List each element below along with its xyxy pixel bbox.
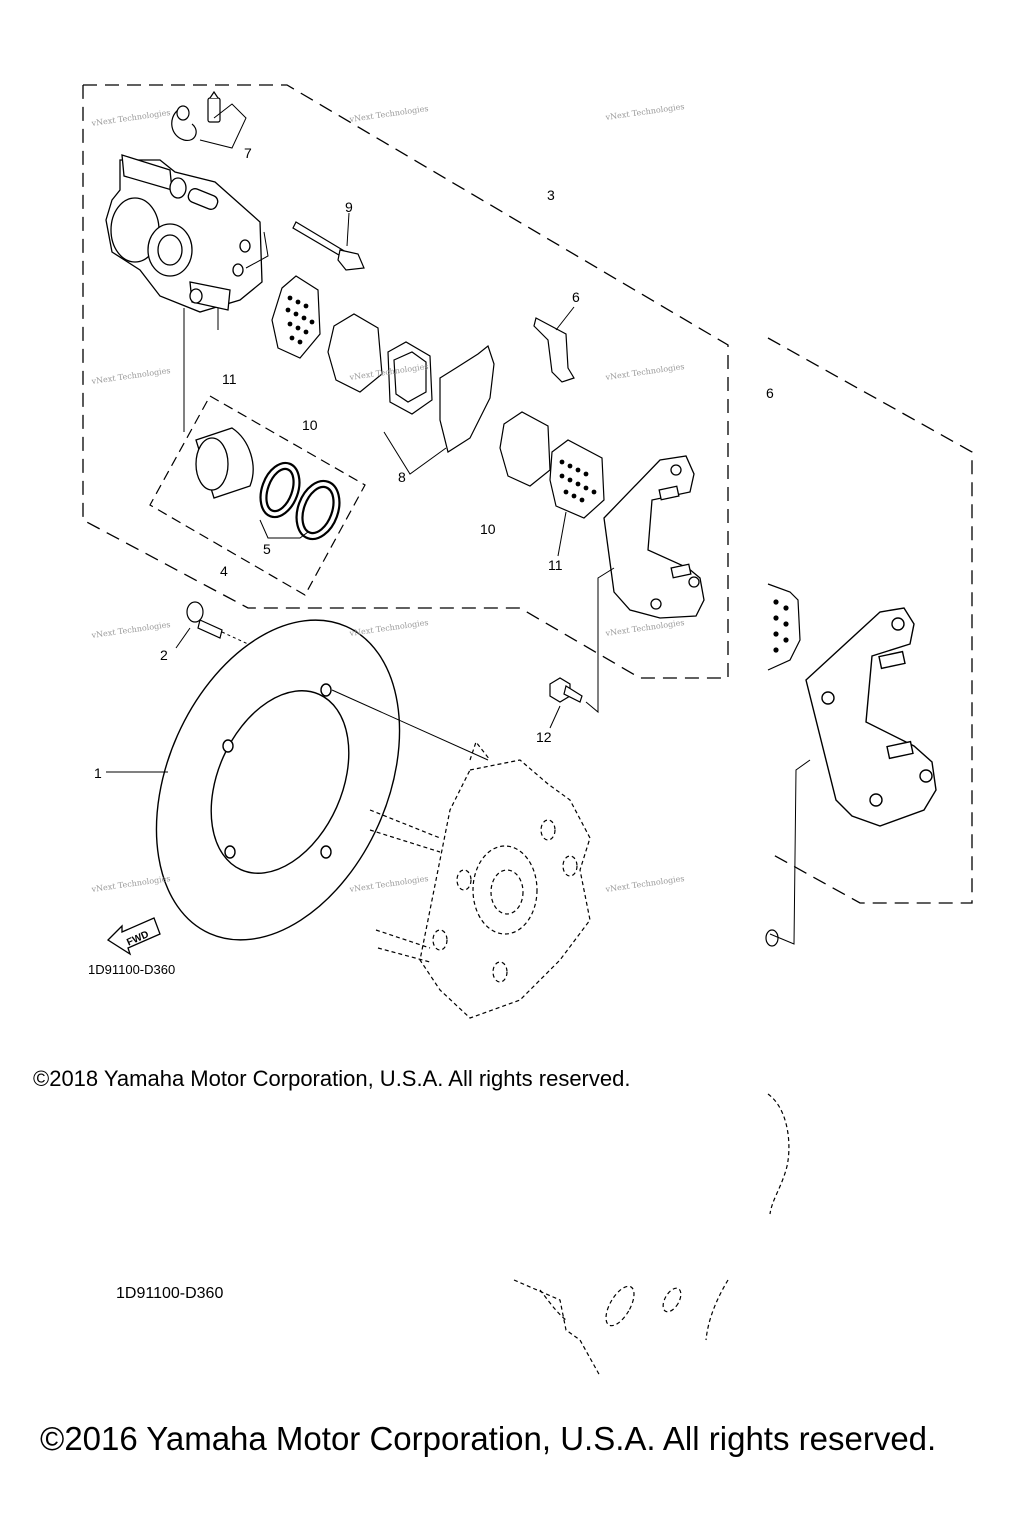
- callout-5: 5: [263, 541, 271, 557]
- pad-insulator-left: [327, 313, 383, 393]
- leader-6: [555, 306, 575, 331]
- wheel-hub: [369, 740, 591, 1019]
- callout-11-right: 11: [548, 557, 563, 573]
- copyright-2018: ©2018 Yamaha Motor Corporation, U.S.A. A…: [33, 1066, 631, 1091]
- piston: [195, 427, 254, 499]
- callout-10-right: 10: [480, 521, 496, 537]
- bracket-bolt: [549, 677, 583, 703]
- copyright-2016: ©2016 Yamaha Motor Corporation, U.S.A. A…: [40, 1420, 937, 1457]
- brake-disc: [155, 619, 401, 941]
- pad-shim-left: [271, 275, 321, 359]
- pad-shim-left-holes: [285, 295, 315, 345]
- watermark: vNext Technologies: [90, 108, 171, 128]
- caliper-bracket: [603, 455, 705, 619]
- watermark: vNext Technologies: [90, 366, 171, 386]
- pad-shim-right: [549, 439, 605, 519]
- leader-5: [259, 519, 309, 539]
- diagram-code-ghost: 1D91100-D360: [116, 1285, 224, 1302]
- ghost-shim-holes: [773, 599, 789, 653]
- ghost-bracket: [805, 607, 937, 827]
- watermark: vNext Technologies: [604, 362, 685, 382]
- ghost-bolt: [765, 929, 779, 947]
- brake-pads: [387, 341, 495, 453]
- callout-10-left: 10: [302, 417, 318, 433]
- watermark: vNext Technologies: [604, 618, 685, 638]
- callout-1: 1: [94, 765, 102, 781]
- watermark: vNext Technologies: [90, 620, 171, 640]
- watermark: vNext Technologies: [604, 102, 685, 122]
- seal-kit-outline: [149, 395, 366, 596]
- leader-11b: [557, 511, 567, 557]
- leader-7: [199, 103, 247, 149]
- bleeder-screw: [171, 90, 221, 142]
- ghost-hub-fragment: [513, 1093, 790, 1377]
- pad-spring: [533, 317, 575, 383]
- caliper-assembly-outline: [82, 84, 729, 679]
- callout-8: 8: [398, 469, 406, 485]
- callout-4: 4: [220, 563, 228, 579]
- slide-pin: [292, 221, 365, 271]
- callout-3: 3: [547, 187, 555, 203]
- pad-shim-right-holes: [559, 459, 597, 503]
- piston-seals: [259, 461, 341, 541]
- caliper-body: [105, 154, 263, 313]
- fwd-arrow: FWD: [106, 917, 161, 956]
- pad-insulator-right: [499, 411, 551, 487]
- ghost-assembly-outline: [767, 337, 973, 904]
- callout-2: 2: [160, 647, 168, 663]
- callout-6-ghost: 6: [766, 385, 774, 401]
- leader-8: [383, 431, 447, 475]
- disc-bolt: [186, 601, 223, 639]
- watermark: vNext Technologies: [348, 874, 429, 894]
- watermark: vNext Technologies: [90, 874, 171, 894]
- diagram-code: 1D91100-D360: [88, 962, 176, 977]
- watermark: vNext Technologies: [604, 874, 685, 894]
- leader-12: [549, 705, 561, 729]
- callout-7: 7: [244, 145, 252, 161]
- callout-6: 6: [572, 289, 580, 305]
- watermark: vNext Technologies: [348, 618, 429, 638]
- callout-12: 12: [536, 729, 552, 745]
- callout-9: 9: [345, 199, 353, 215]
- callout-11-left: 11: [222, 371, 237, 387]
- leader-9: [346, 212, 350, 247]
- watermark: vNext Technologies: [348, 104, 429, 124]
- ghost-shim: [767, 583, 801, 671]
